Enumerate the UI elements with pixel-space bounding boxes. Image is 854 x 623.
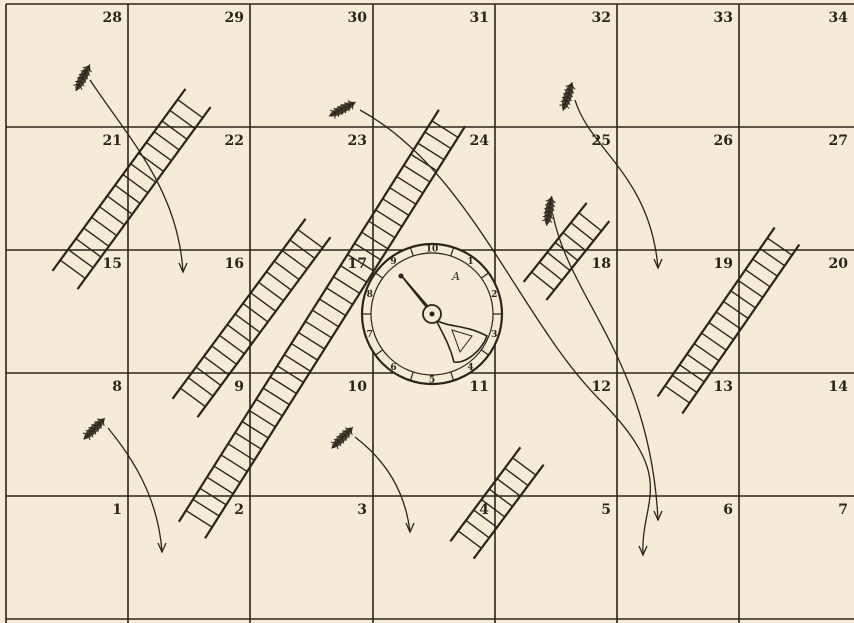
cell-number-7: 7	[838, 502, 848, 518]
dial-number-7: 7	[367, 330, 373, 340]
spinner-dial[interactable]: 1 2 3 4 5 6 7 8 9 10A	[362, 244, 502, 386]
cell-number-3: 3	[357, 502, 367, 518]
cell-number-20: 20	[829, 256, 849, 272]
dial-number-6: 6	[390, 363, 396, 373]
cell-number-6: 6	[723, 502, 733, 518]
cell-number-27: 27	[829, 133, 848, 149]
cell-number-5: 5	[601, 502, 611, 518]
dial-number-2: 2	[491, 290, 497, 300]
cell-number-24: 24	[470, 133, 490, 149]
dial-number-8: 8	[367, 290, 373, 300]
dial-letter: A	[451, 270, 460, 283]
cell-number-14: 14	[829, 379, 849, 395]
cell-number-26: 26	[714, 133, 733, 149]
cell-number-21: 21	[103, 133, 122, 149]
cell-number-11: 11	[470, 379, 489, 395]
cell-number-31: 31	[470, 10, 489, 26]
cell-number-32: 32	[592, 10, 611, 26]
cell-number-28: 28	[103, 10, 122, 26]
cell-number-9: 9	[234, 379, 244, 395]
cell-number-8: 8	[112, 379, 122, 395]
cell-number-12: 12	[592, 379, 611, 395]
cell-number-33: 33	[714, 10, 733, 26]
cell-number-34: 34	[829, 10, 849, 26]
cell-number-10: 10	[348, 379, 368, 395]
cell-number-22: 22	[225, 133, 244, 149]
cell-number-2: 2	[234, 502, 244, 518]
cell-number-19: 19	[714, 256, 733, 272]
cell-number-29: 29	[225, 10, 244, 26]
cell-number-13: 13	[714, 379, 733, 395]
dial-number-9: 9	[390, 257, 396, 267]
cell-number-18: 18	[592, 256, 611, 272]
cell-number-30: 30	[348, 10, 368, 26]
cell-number-23: 23	[348, 133, 367, 149]
cell-number-16: 16	[225, 256, 244, 272]
cell-number-17: 17	[348, 256, 367, 272]
dial-number-5: 5	[429, 376, 435, 386]
dial-number-3: 3	[491, 330, 497, 340]
dial-number-4: 4	[467, 363, 473, 373]
dial-number-1: 1	[467, 257, 473, 267]
dial-number-10: 10	[426, 245, 439, 255]
cell-number-15: 15	[103, 256, 122, 272]
cell-number-1: 1	[112, 502, 122, 518]
